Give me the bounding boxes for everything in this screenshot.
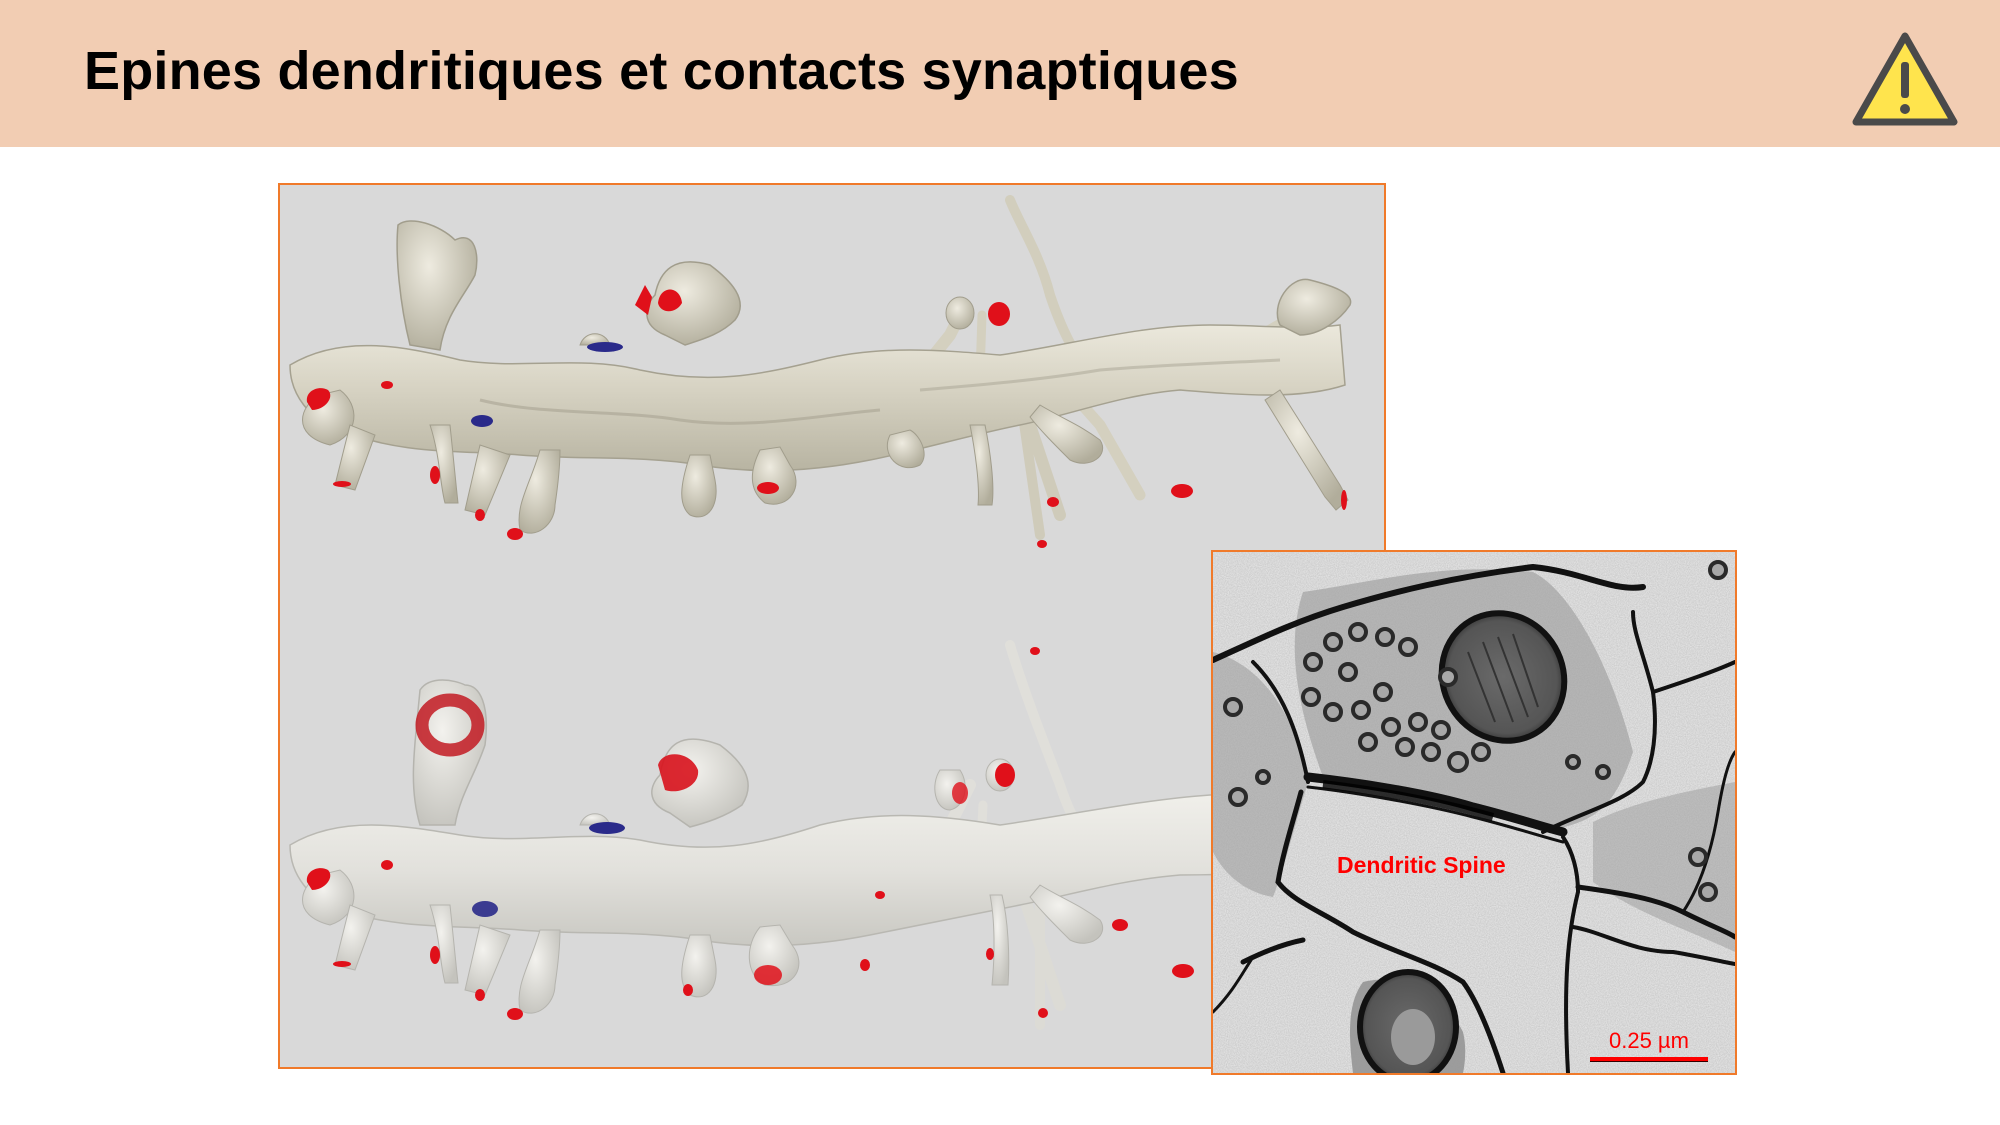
secondary-markers-upper: [471, 342, 623, 427]
dendrite-3d-reconstruction: [278, 183, 1386, 1069]
micrograph-render: [1213, 552, 1735, 1073]
slide-title: Epines dendritiques et contacts synaptiq…: [84, 41, 1239, 101]
scale-bar: [1590, 1057, 1708, 1062]
lower-dendrite: [289, 640, 1384, 1030]
dendritic-spine-label: Dendritic Spine: [1337, 852, 1506, 878]
warning-icon: [1850, 30, 1960, 130]
upper-dendrite: [289, 195, 1352, 548]
synapse-markers-lower: [306, 647, 1194, 1020]
synapse-markers-upper: [306, 285, 1347, 548]
secondary-markers-lower: [472, 822, 625, 917]
electron-micrograph-inset: Dendritic Spine 0.25 µm: [1211, 550, 1737, 1075]
slide-header: Epines dendritiques et contacts synaptiq…: [0, 0, 2000, 147]
dendrite-render: [289, 195, 1384, 1030]
scale-bar-label: 0.25 µm: [1609, 1028, 1689, 1053]
